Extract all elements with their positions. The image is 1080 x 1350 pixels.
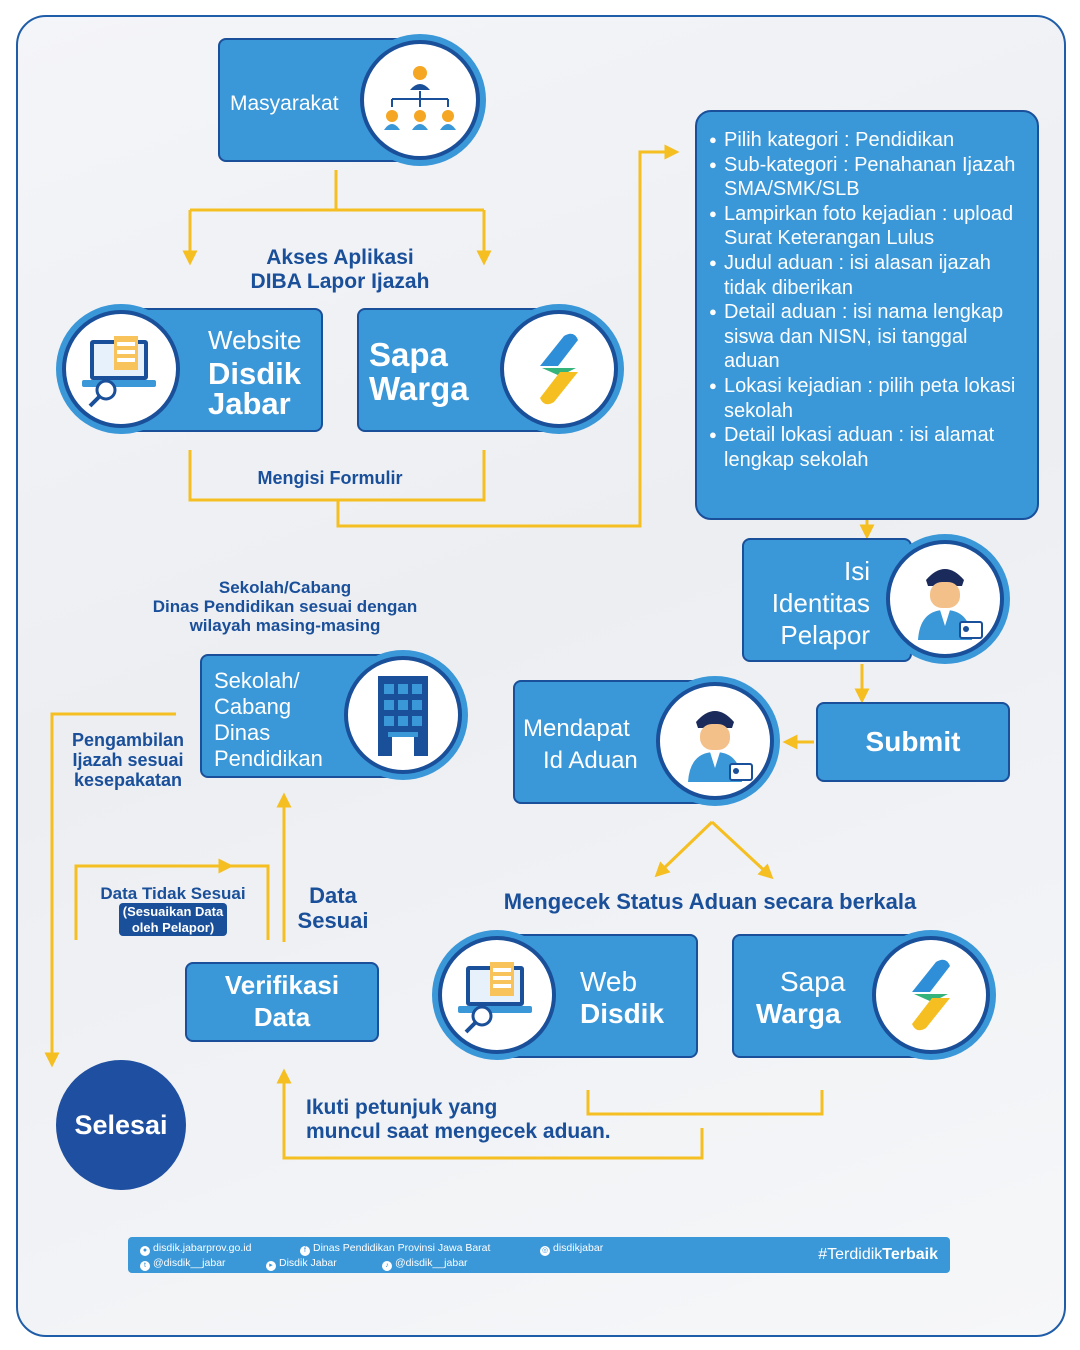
- form-item: Lokasi kejadian : pilih peta lokasi seko…: [709, 374, 1027, 423]
- form-item: Judul aduan : isi alasan ijazah tidak di…: [709, 251, 1027, 300]
- facebook-icon: f: [300, 1246, 310, 1256]
- youtube-link[interactable]: ▸Disdik Jabar: [266, 1257, 337, 1271]
- identitas-circle: [886, 540, 1004, 658]
- masyarakat-circle: [360, 40, 480, 160]
- person-id-icon: [688, 711, 753, 782]
- form-item: Detail aduan : isi nama lengkap siswa da…: [709, 300, 1027, 374]
- akses-title: Akses Aplikasi DIBA Lapor Ijazah: [250, 246, 430, 293]
- form-item: Pilih kategori : Pendidikan: [709, 128, 1027, 153]
- data-sesuai-label: Data Sesuai: [297, 883, 369, 933]
- instagram-icon: ◎: [540, 1246, 550, 1256]
- data-tidak-sesuai-label: Data Tidak Sesuai (Sesuaikan Data oleh P…: [100, 884, 246, 937]
- building-icon: [378, 676, 428, 756]
- website-circle: [62, 310, 180, 428]
- tiktok-link[interactable]: ♪@disdik__jabar: [382, 1257, 468, 1271]
- ikuti-petunjuk-label: Ikuti petunjuk yang muncul saat mengecek…: [306, 1096, 611, 1143]
- person-id-icon: [918, 569, 983, 640]
- organization-icon: [384, 66, 456, 130]
- form-item: Detail lokasi aduan : isi alamat lengkap…: [709, 423, 1027, 472]
- sekolah-circle: [344, 656, 462, 774]
- globe-icon: ●: [140, 1246, 150, 1256]
- sekolah-title: Sekolah/Cabang Dinas Pendidikan sesuai d…: [152, 578, 418, 636]
- pengambilan-label: Pengambilan Ijazah sesuai kesepakatan: [71, 730, 185, 791]
- sapa-warga-circle-2: [872, 936, 990, 1054]
- laptop-search-icon: [82, 336, 156, 408]
- sapa-warga-circle-1: [500, 310, 618, 428]
- sapawarga-logo-icon: [912, 959, 950, 1031]
- verifikasi-data-box: Verifikasi Data: [185, 962, 379, 1042]
- mengisi-formulir-label: Mengisi Formulir: [257, 468, 403, 488]
- form-item: Sub-kategori : Penahanan Ijazah SMA/SMK/…: [709, 153, 1027, 202]
- id-aduan-circle: [656, 682, 774, 800]
- form-instructions-box: Pilih kategori : Pendidikan Sub-kategori…: [695, 110, 1039, 520]
- twitter-icon: t: [140, 1261, 150, 1271]
- sapawarga-logo-icon: [540, 333, 578, 405]
- website-link[interactable]: ●disdik.jabarprov.go.id: [140, 1242, 251, 1256]
- laptop-search-icon: [458, 962, 532, 1034]
- twitter-link[interactable]: t@disdik__jabar: [140, 1257, 226, 1271]
- hashtag: #TerdidikTerbaik: [818, 1246, 938, 1263]
- sesuaikan-note: (Sesuaikan Data oleh Pelapor): [118, 903, 228, 937]
- mengecek-status-label: Mengecek Status Aduan secara berkala: [503, 889, 917, 914]
- masyarakat-label: Masyarakat: [230, 92, 339, 115]
- isi-identitas-box: Isi Identitas Pelapor: [742, 538, 912, 662]
- youtube-icon: ▸: [266, 1261, 276, 1271]
- tiktok-icon: ♪: [382, 1261, 392, 1271]
- web-disdik-circle: [438, 936, 556, 1054]
- submit-button[interactable]: Submit: [816, 702, 1010, 782]
- form-item: Lampirkan foto kejadian : upload Surat K…: [709, 202, 1027, 251]
- instagram-link[interactable]: ◎disdikjabar: [540, 1242, 604, 1256]
- selesai-circle: Selesai: [56, 1060, 186, 1190]
